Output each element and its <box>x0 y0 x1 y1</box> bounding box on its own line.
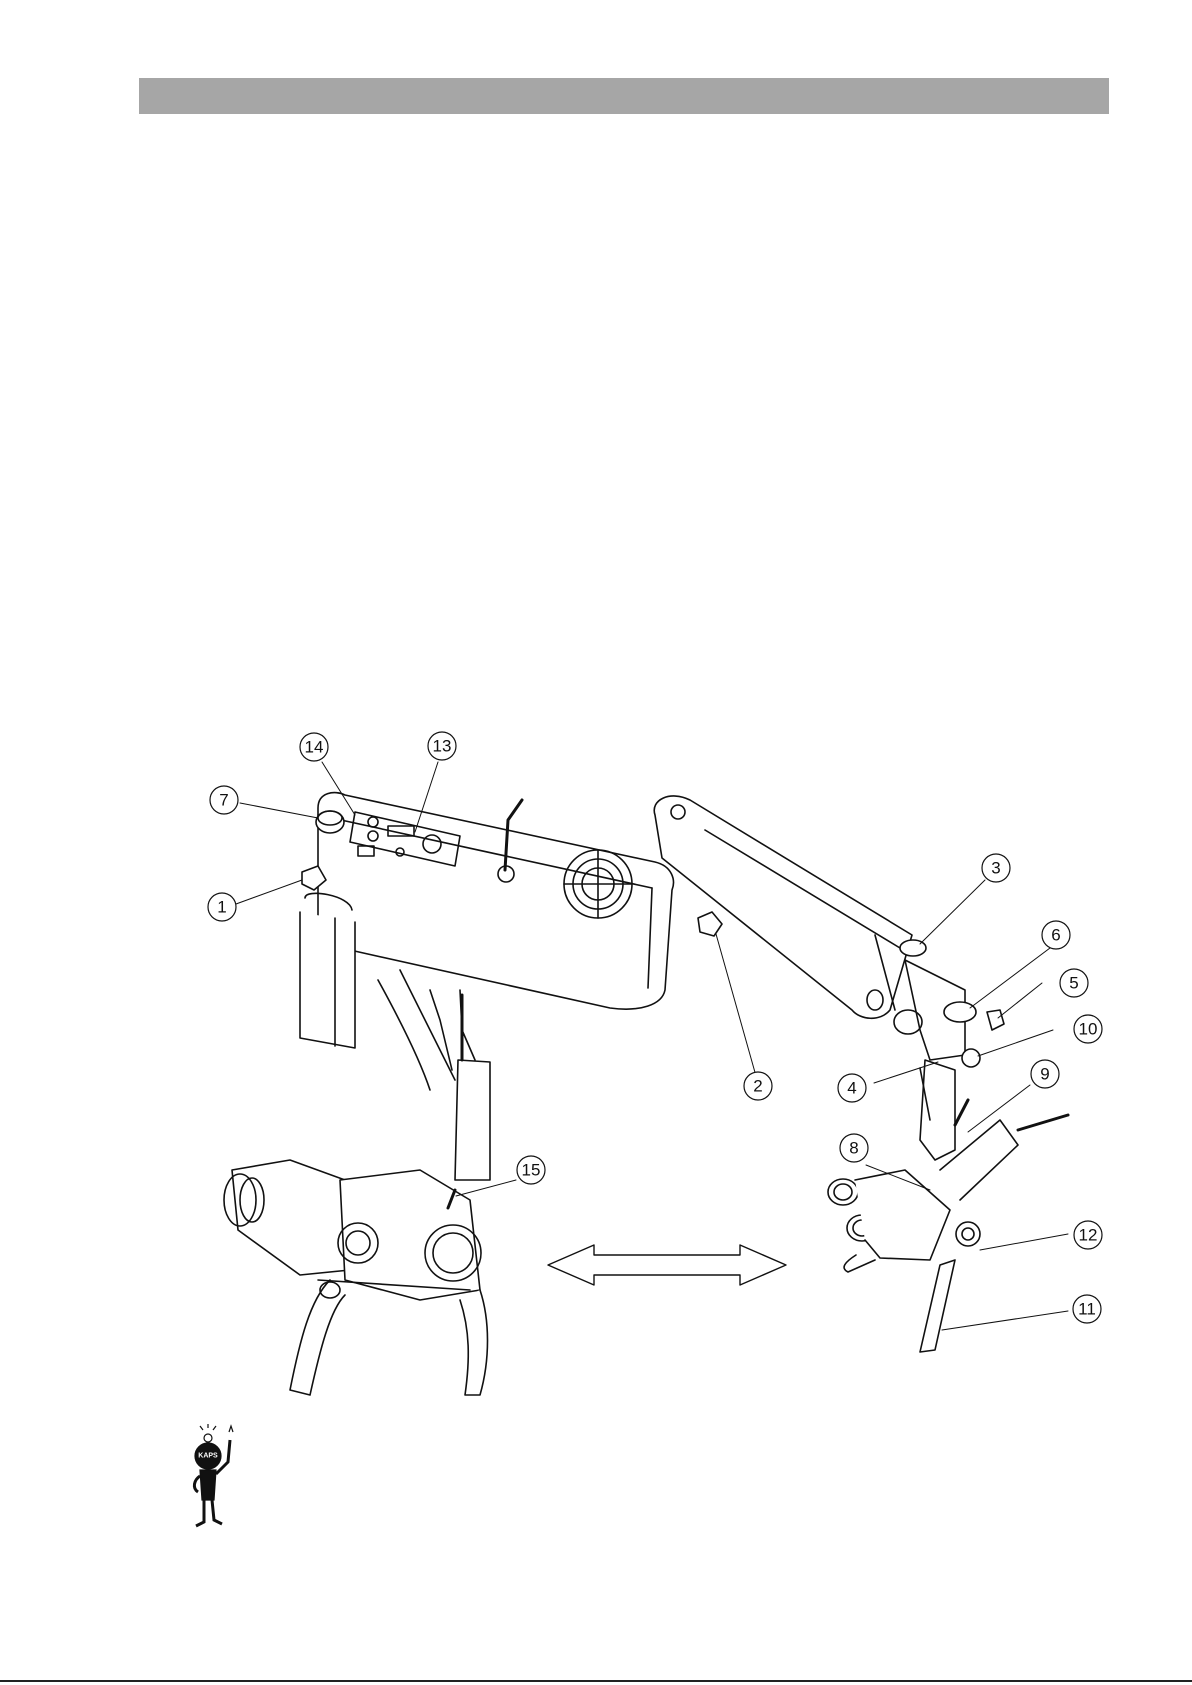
svg-text:9: 9 <box>1040 1065 1049 1084</box>
microscope-head-right <box>828 1060 1068 1352</box>
callout-9: 9 <box>1031 1060 1059 1088</box>
callout-15: 15 <box>517 1156 545 1184</box>
callout-2: 2 <box>744 1072 772 1100</box>
callout-14: 14 <box>300 733 328 761</box>
svg-text:4: 4 <box>847 1079 856 1098</box>
callout-12: 12 <box>1074 1221 1102 1249</box>
callout-4: 4 <box>838 1074 866 1102</box>
callout-5: 5 <box>1060 969 1088 997</box>
svg-text:15: 15 <box>522 1161 541 1180</box>
svg-text:3: 3 <box>991 859 1000 878</box>
svg-text:11: 11 <box>1078 1300 1096 1319</box>
callout-6: 6 <box>1042 921 1070 949</box>
callout-3: 3 <box>982 854 1010 882</box>
callout-1: 1 <box>208 893 236 921</box>
svg-text:12: 12 <box>1079 1226 1098 1245</box>
svg-text:7: 7 <box>219 791 228 810</box>
svg-text:5: 5 <box>1069 974 1078 993</box>
svg-text:2: 2 <box>753 1077 762 1096</box>
tip-lightbulb-icon: KAPS <box>194 1424 233 1526</box>
callout-7: 7 <box>210 786 238 814</box>
callout-8: 8 <box>840 1134 868 1162</box>
svg-text:14: 14 <box>305 738 324 757</box>
svg-text:KAPS: KAPS <box>198 1453 218 1460</box>
microscope-head-left <box>224 970 490 1395</box>
svg-text:13: 13 <box>433 737 452 756</box>
callout-11: 11 <box>1073 1295 1101 1323</box>
callout-13: 13 <box>428 732 456 760</box>
callout-10: 10 <box>1074 1015 1102 1043</box>
double-arrow <box>548 1245 786 1285</box>
footer-line <box>0 1680 1192 1682</box>
svg-text:6: 6 <box>1051 926 1060 945</box>
svg-text:8: 8 <box>849 1139 858 1158</box>
svg-text:10: 10 <box>1079 1020 1098 1039</box>
svg-text:1: 1 <box>217 898 226 917</box>
